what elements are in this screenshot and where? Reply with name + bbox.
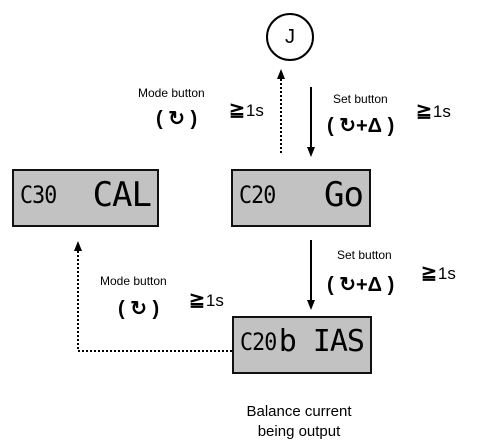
note-line-2: being output — [257, 423, 341, 440]
lcd-code: C20 — [239, 181, 276, 209]
mode-button-caption: Mode button — [138, 86, 205, 100]
set-button-symbol: ( ↻+Δ ) — [327, 274, 395, 296]
set-button-symbol: ( ↻+Δ ) — [327, 115, 395, 137]
set-button-duration: ≧1s — [421, 263, 456, 284]
lcd-code: C20 — [240, 328, 277, 356]
set-button-caption: Set button — [333, 92, 388, 106]
lcd-value: CAL — [92, 175, 152, 215]
lcd-value: Go — [324, 175, 364, 215]
mode-button-caption: Mode button — [100, 274, 167, 288]
lcd-value: b IAS — [278, 324, 365, 359]
node-j: J — [266, 13, 314, 61]
mode-button-symbol: ( ↻ ) — [118, 298, 160, 320]
set-button-caption: Set button — [337, 248, 392, 262]
mode-button-duration: ≧1s — [189, 290, 224, 311]
lcd-c20-bias: C20 b IAS — [232, 316, 372, 374]
mode-button-symbol: ( ↻ ) — [156, 108, 198, 130]
node-j-label: J — [285, 25, 295, 48]
lcd-c20-go: C20 Go — [231, 169, 371, 227]
mode-button-duration: ≧1s — [229, 100, 264, 121]
lcd-code: C30 — [20, 181, 57, 209]
arrow-c20-bias-to-c30 — [74, 241, 232, 352]
set-button-duration: ≧1s — [416, 101, 451, 122]
balance-current-note: Balance current being output — [224, 402, 374, 442]
lcd-c30-cal: C30 CAL — [12, 169, 159, 227]
note-line-1: Balance current — [246, 403, 352, 420]
